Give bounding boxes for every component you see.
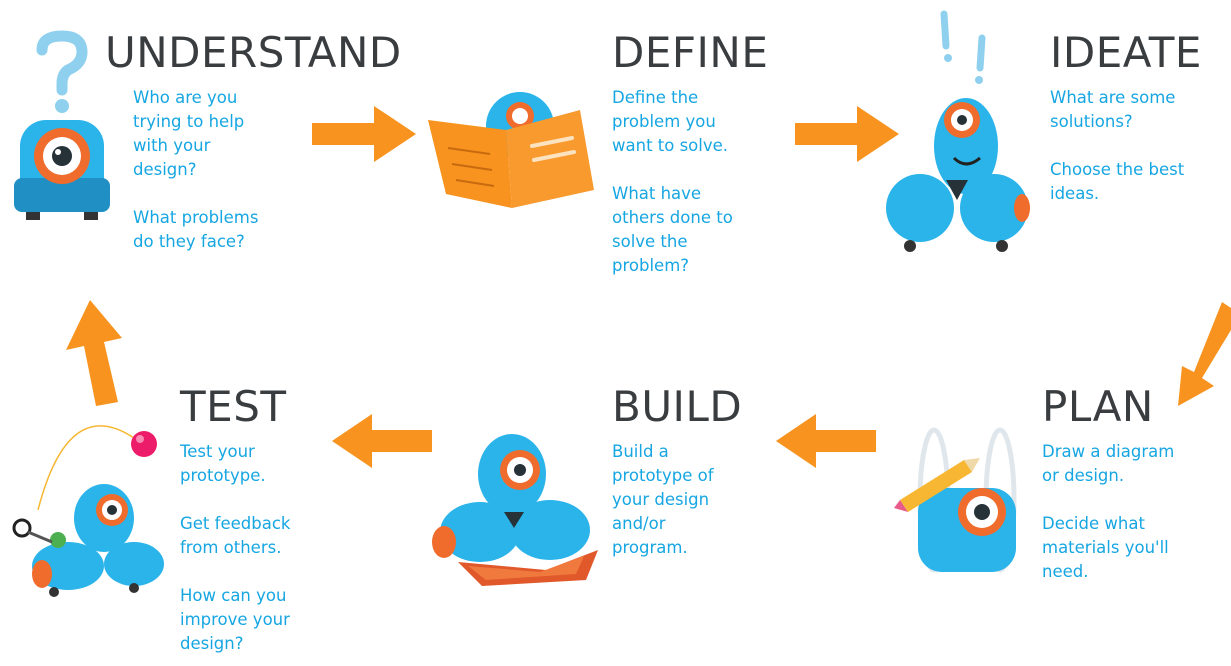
stage-title-ideate: IDEATE [1050,28,1202,77]
description-text: How can you improve your design? [180,586,290,653]
robot-building-illustration [432,434,598,586]
pencil-icon [894,458,980,512]
stage-title-test: TEST [180,382,287,431]
stage-description-build: Build a prototype of your design and/or … [612,440,782,560]
description-text: Test your prototype. [180,442,266,485]
stage-title-understand: UNDERSTAND [105,28,402,77]
arrow-left-2 [332,414,432,468]
exclamation-icon [940,10,986,84]
arrow-right-1 [312,106,416,162]
stage-description-ideate: What are some solutions? Choose the best… [1050,86,1228,206]
description-text: Choose the best ideas. [1050,160,1185,203]
arrow-up [66,300,122,406]
robot-icon [458,550,598,586]
description-text: What problems do they face? [133,208,259,251]
description-text: Define the problem you want to solve. [612,88,729,155]
robot-reading-illustration [428,92,594,208]
robot-idea-illustration [886,10,1030,252]
robot-testing-illustration [12,425,164,597]
description-text: Draw a diagram or design. [1042,442,1175,485]
arrow-right-2 [795,106,899,162]
book-icon [428,110,594,208]
ball-icon [131,431,157,457]
stage-description-test: Test your prototype. Get feedback from o… [180,440,350,656]
stage-title-plan: PLAN [1042,382,1154,431]
arrow-down-left [1178,302,1231,406]
stage-description-plan: Draw a diagram or design. Decide what ma… [1042,440,1227,584]
stage-description-define: Define the problem you want to solve. Wh… [612,86,787,278]
question-mark-icon [36,30,88,113]
description-text: Decide what materials you'll need. [1042,514,1169,581]
description-text: What are some solutions? [1050,88,1176,131]
robot-dot-illustration [14,30,110,220]
stage-title-build: BUILD [612,382,743,431]
stage-description-understand: Who are you trying to help with your des… [133,86,308,254]
arrow-left-1 [776,414,876,468]
robot-drawing-illustration [894,427,1017,573]
stage-title-define: DEFINE [612,28,769,77]
description-text: Build a prototype of your design and/or … [612,442,714,557]
description-text: Who are you trying to help with your des… [133,88,245,179]
description-text: Get feedback from others. [180,514,291,557]
description-text: What have others done to solve the probl… [612,184,733,275]
